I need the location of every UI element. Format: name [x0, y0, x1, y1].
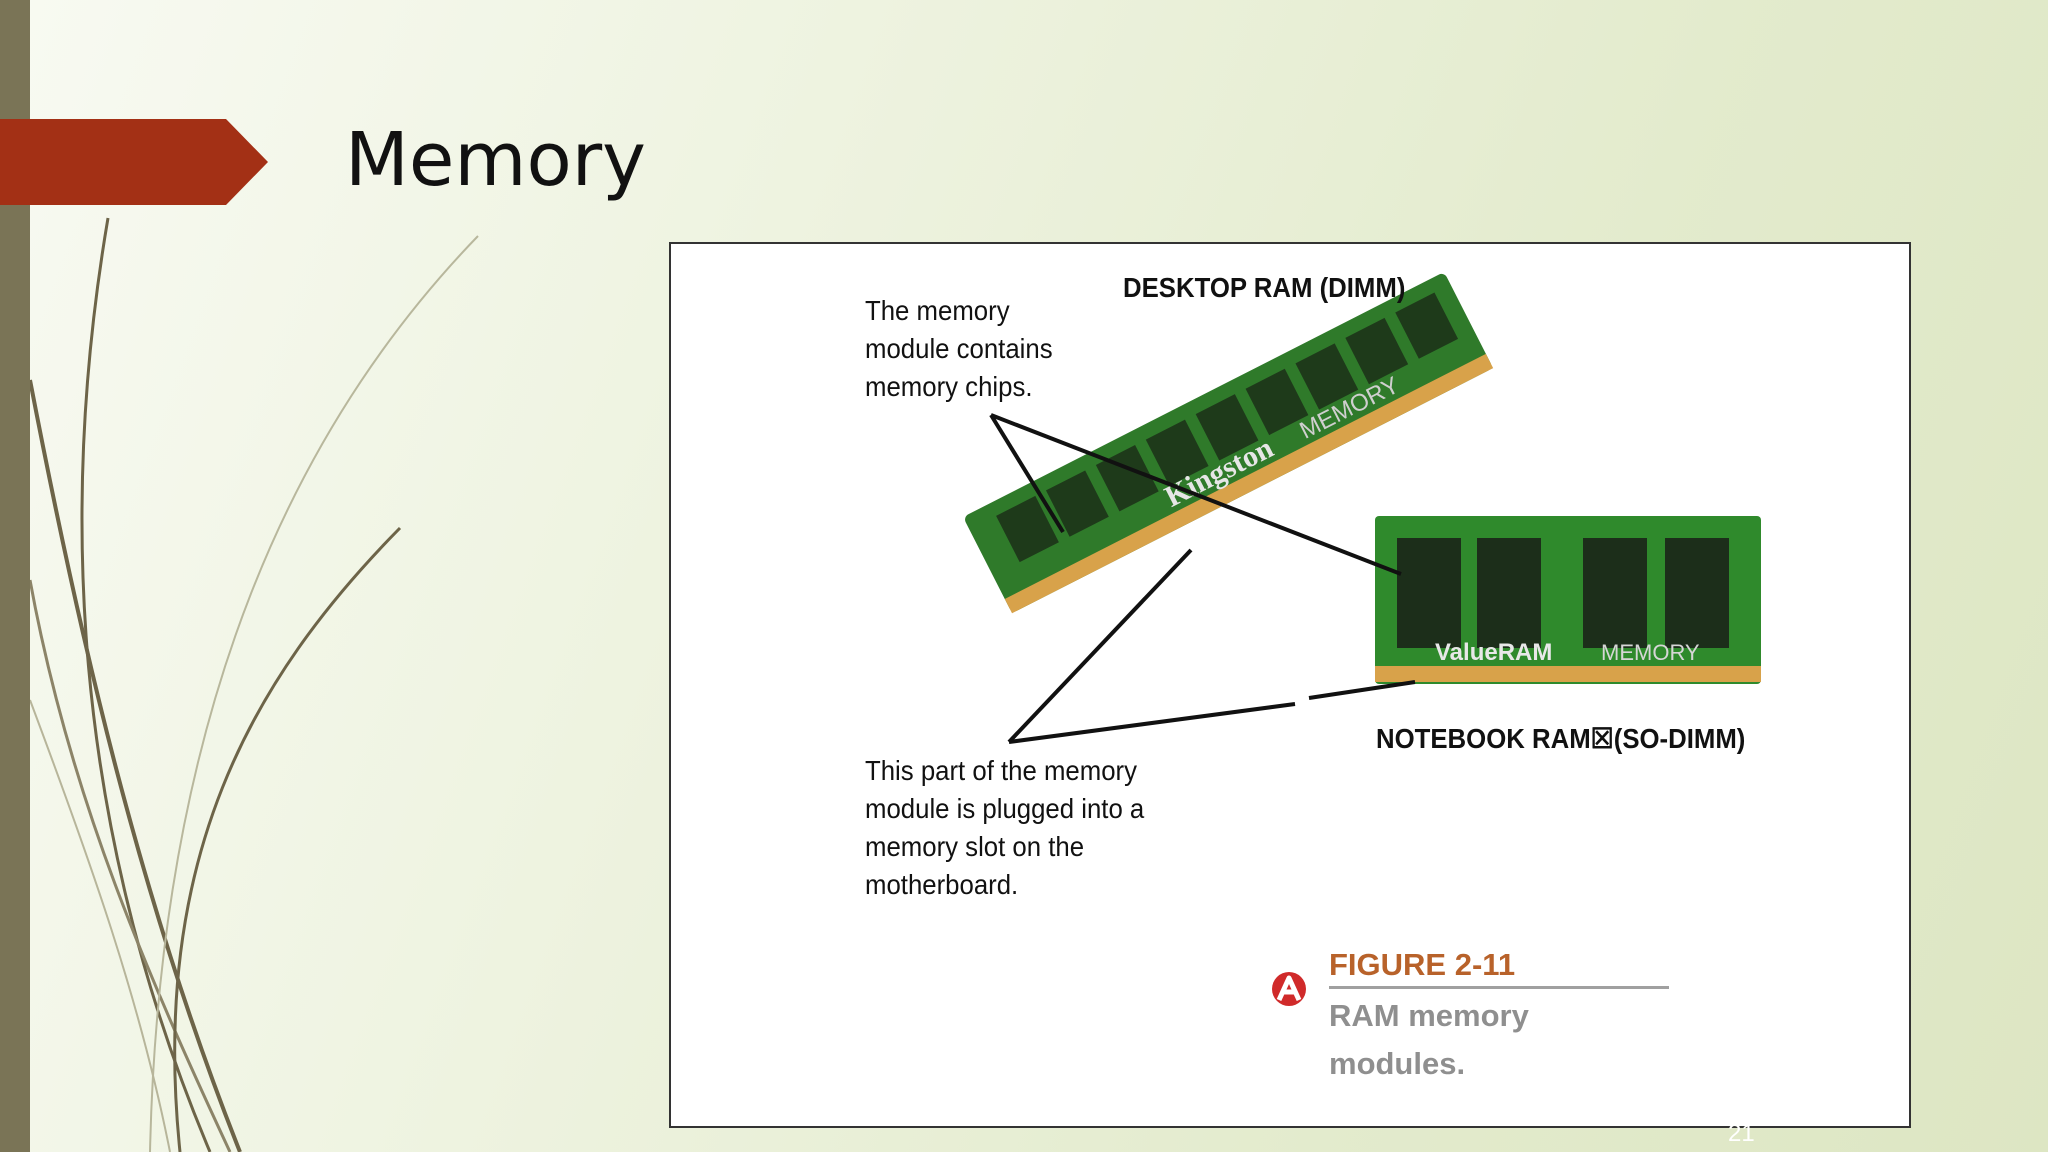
slide-title: Memory: [345, 117, 646, 203]
notebook-module-text: MEMORY: [1601, 640, 1700, 665]
figure-caption: RAM memory modules.: [1329, 998, 1529, 1081]
desktop-dimm-module: Kingston MEMORY: [965, 273, 1494, 614]
decorative-swoosh-lines: [28, 217, 479, 1152]
label-memory-chips: The memory module contains memory chips.: [865, 295, 1053, 402]
page-number: 21: [1728, 1120, 1755, 1147]
ram-figure: Kingston MEMORY ValueRAM MEMORY: [669, 242, 1911, 1128]
callout-lines: [989, 413, 1416, 744]
publisher-logo-icon: [1272, 972, 1306, 1006]
figure-number: FIGURE 2-11: [1329, 947, 1516, 982]
figure-caption-rule: [1329, 986, 1669, 989]
label-desktop-ram: DESKTOP RAM (DIMM): [1123, 272, 1406, 303]
notebook-sodimm-module: ValueRAM MEMORY: [1375, 516, 1761, 684]
title-arrow-shape: [0, 119, 268, 205]
label-notebook-ram: NOTEBOOK RAM☒(SO-DIMM): [1376, 723, 1746, 754]
label-plug-into-slot: This part of the memory module is plugge…: [865, 755, 1145, 900]
notebook-module-brand: ValueRAM: [1435, 639, 1552, 666]
ram-modules-illustration: Kingston MEMORY ValueRAM MEMORY: [965, 273, 1761, 744]
